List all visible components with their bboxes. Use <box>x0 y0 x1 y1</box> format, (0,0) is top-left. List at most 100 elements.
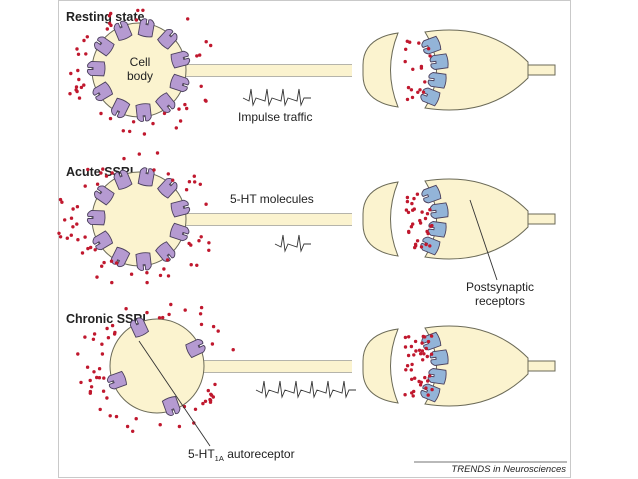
serotonin-molecule <box>89 385 94 389</box>
serotonin-molecule <box>421 90 426 94</box>
serotonin-molecule <box>69 233 74 237</box>
serotonin-molecule <box>193 180 197 184</box>
serotonin-molecule <box>421 358 425 362</box>
serotonin-molecule <box>412 389 416 394</box>
serotonin-molecule <box>129 272 134 276</box>
postsynaptic-cell <box>424 325 529 407</box>
serotonin-molecule <box>423 80 427 84</box>
serotonin-molecules-acute <box>57 151 434 285</box>
serotonin-molecule <box>189 263 193 267</box>
postsynaptic-receptor-icon <box>421 184 442 204</box>
serotonin-molecule <box>89 245 93 250</box>
serotonin-molecule <box>128 129 132 134</box>
serotonin-molecule <box>161 315 165 320</box>
serotonin-molecule <box>405 39 409 43</box>
autoreceptor-icon <box>94 185 115 206</box>
postsynaptic-neuron-chronic <box>362 325 556 407</box>
serotonin-molecule <box>426 47 431 51</box>
serotonin-molecule <box>108 116 113 121</box>
panel-resting-state: Resting state Cell body Impulse traffic <box>66 8 556 136</box>
serotonin-molecule <box>204 40 208 44</box>
serotonin-molecule <box>414 349 418 353</box>
serotonin-molecule <box>418 383 423 387</box>
cell-body <box>109 318 205 414</box>
impulse-trace-chronic <box>255 380 356 399</box>
serotonin-molecule <box>85 35 90 39</box>
serotonin-molecule <box>207 241 211 245</box>
serotonin-molecule <box>76 68 80 73</box>
serotonin-molecule <box>177 107 181 111</box>
serotonin-molecule <box>199 84 203 89</box>
serotonin-molecule <box>60 200 64 204</box>
serotonin-molecule <box>71 225 75 229</box>
serotonin-molecule <box>69 216 74 220</box>
serotonin-molecule <box>79 380 83 385</box>
autoreceptor-icon <box>157 29 178 50</box>
serotonin-molecule <box>84 52 88 56</box>
serotonin-molecule <box>158 273 163 278</box>
serotonin-molecule <box>413 339 418 344</box>
serotonin-molecule <box>428 374 432 378</box>
serotonin-molecule <box>192 174 196 178</box>
serotonin-molecule <box>109 11 113 16</box>
serotonin-molecule <box>405 97 410 102</box>
autoreceptor-icon <box>157 178 178 199</box>
serotonin-molecule <box>413 245 417 250</box>
serotonin-molecule <box>210 342 215 346</box>
autoreceptor-label: 5-HT1A autoreceptor <box>188 447 295 463</box>
postsynaptic-neuron-acute <box>362 178 556 260</box>
autoreceptor-icon <box>185 338 206 359</box>
serotonin-molecule <box>91 337 96 341</box>
serotonin-molecule <box>162 267 166 271</box>
serotonin-molecule <box>76 52 81 56</box>
serotonin-molecule <box>95 375 99 380</box>
serotonin-molecule <box>403 345 408 349</box>
serotonin-molecule <box>412 196 416 201</box>
postsynaptic-receptor-icon <box>429 349 449 366</box>
serotonin-molecule <box>58 235 63 239</box>
axon <box>185 361 352 372</box>
serotonin-molecule <box>124 307 128 311</box>
serotonin-molecule <box>155 151 160 155</box>
serotonin-molecule <box>97 367 102 371</box>
panel-chronic-ssri: Chronic SSRI 5-HT1A autoreceptor <box>66 302 556 463</box>
autoreceptor-icon <box>92 81 114 102</box>
serotonin-molecule <box>203 399 208 403</box>
autoreceptor-icon <box>113 20 133 41</box>
serotonin-molecule <box>404 47 408 51</box>
postsynaptic-leader-line <box>469 199 498 281</box>
serotonin-molecule <box>404 208 409 212</box>
serotonin-molecule <box>174 126 178 130</box>
autoreceptor-icon <box>169 222 190 242</box>
serotonin-molecule <box>97 376 102 380</box>
serotonin-molecule <box>428 208 432 212</box>
axon <box>185 214 352 225</box>
serotonin-molecule <box>424 346 428 351</box>
serotonin-molecule <box>406 353 411 358</box>
serotonin-molecule <box>207 248 211 252</box>
serotonin-molecule <box>131 120 136 124</box>
serotonin-molecule <box>416 90 420 95</box>
autoreceptor-icon <box>86 61 106 77</box>
serotonin-molecule <box>102 376 106 380</box>
serotonin-molecule <box>166 274 171 278</box>
serotonin-molecule <box>114 414 119 419</box>
serotonin-molecule <box>407 229 411 234</box>
serotonin-molecule <box>100 264 104 268</box>
serotonin-molecule <box>406 210 411 215</box>
serotonin-molecule <box>418 218 422 223</box>
serotonin-molecule <box>125 424 130 429</box>
serotonin-molecule <box>162 111 167 116</box>
serotonin-molecule <box>145 310 149 315</box>
serotonin-molecule <box>409 88 414 92</box>
autoreceptor-icon <box>129 317 150 338</box>
serotonin-molecule <box>184 188 189 192</box>
serotonin-molecule <box>405 364 410 368</box>
autoreceptor-label-suffix: autoreceptor <box>224 447 295 461</box>
serotonin-molecule <box>206 388 210 393</box>
autoreceptor-icon <box>155 241 176 262</box>
serotonin-molecule <box>121 129 126 133</box>
autoreceptor-leader-line <box>138 340 211 447</box>
serotonin-molecule <box>171 178 175 182</box>
serotonin-molecule <box>134 18 139 22</box>
